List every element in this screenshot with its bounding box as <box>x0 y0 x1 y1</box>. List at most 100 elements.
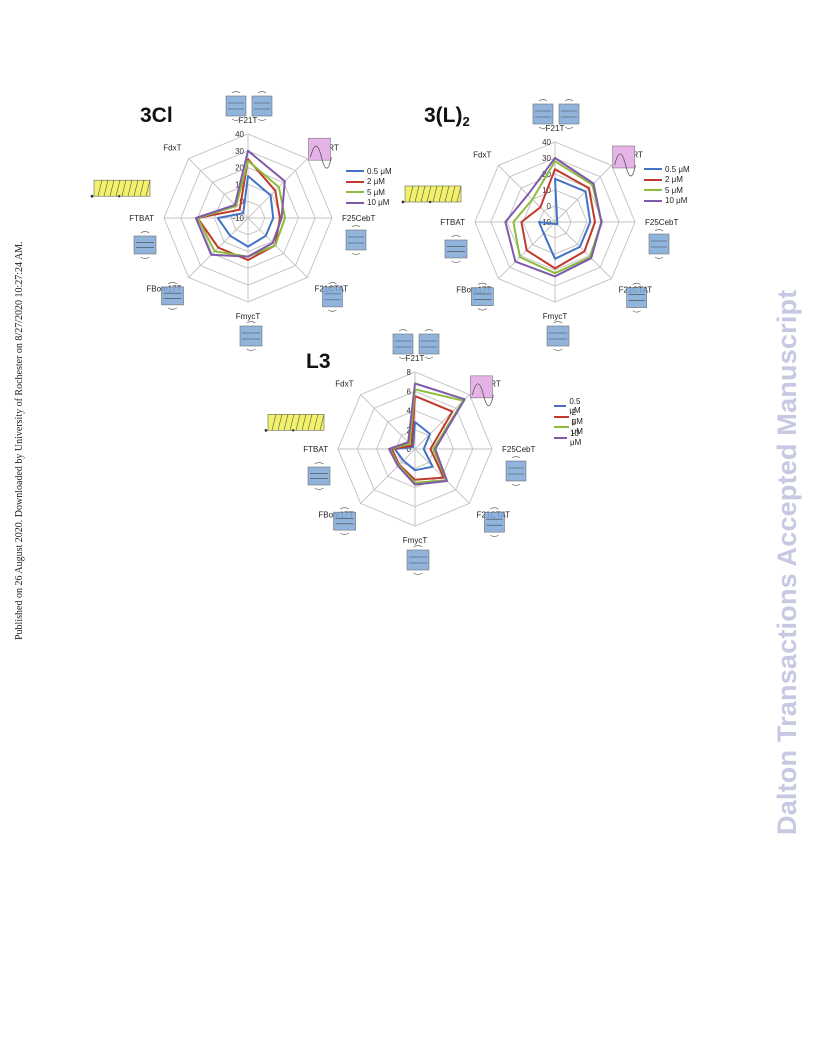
category-label: F25CebT <box>502 445 535 454</box>
legend-label: 10 μM <box>570 428 582 447</box>
category-label: FTBAT <box>440 218 465 227</box>
legend-swatch <box>644 178 662 181</box>
g-quadruplex-icon <box>307 462 331 490</box>
legend-item: 0.5 μM <box>346 166 392 177</box>
series-line <box>388 382 466 486</box>
tick-label: 4 <box>407 407 412 416</box>
legend-item: 5 μM <box>554 418 586 436</box>
tick-label: 40 <box>542 138 551 147</box>
legend-item: 2 μM <box>554 408 586 426</box>
tick-label: 40 <box>235 130 244 139</box>
category-label: F21T <box>406 354 425 363</box>
tick-label: 30 <box>235 147 244 156</box>
legend-swatch <box>346 180 364 183</box>
legend-label: 2 μM <box>665 175 683 185</box>
legend-item: 0.5 μM <box>644 164 690 175</box>
grid-spoke <box>360 394 416 450</box>
legend-label: 10 μM <box>367 198 390 208</box>
category-label: FdxT <box>473 150 491 159</box>
category-label: F21T <box>239 116 258 125</box>
chart-title-text: 3(L) <box>424 104 463 127</box>
category-label: FTBAT <box>129 214 154 223</box>
legend-item: 10 μM <box>554 429 586 447</box>
grid-spoke <box>554 165 612 223</box>
radar-plot: -10010203040F21TF21RTF25CebTF21CTATFmycT… <box>90 91 375 351</box>
g-quadruplex-icon <box>418 329 440 359</box>
single-strand-icon <box>401 185 462 204</box>
g-quadruplex-icon <box>333 507 356 535</box>
series-line <box>216 175 275 248</box>
radar-plot: -10010203040F21TF21RTF25CebTF21CTATFmycT… <box>401 99 678 351</box>
chart-title: L3 <box>306 350 331 374</box>
category-label: F25CebT <box>645 218 678 227</box>
g-quadruplex-icon <box>225 91 247 121</box>
series-line <box>393 421 434 472</box>
g-quadruplex-icon <box>471 282 494 311</box>
chart-title-subscript: 2 <box>462 114 470 129</box>
g-quadruplex-icon <box>239 321 263 351</box>
legend-item: 2 μM <box>346 177 392 188</box>
legend-item: 2 μM <box>644 175 690 186</box>
g-quadruplex-icon <box>626 282 647 313</box>
g-quadruplex-icon <box>406 545 430 575</box>
legend-label: 0.5 μM <box>665 164 690 174</box>
legend-label: 2 μM <box>571 407 583 426</box>
g-quadruplex-icon <box>558 99 580 129</box>
series-line <box>520 168 596 270</box>
duplex-structure-icon <box>612 145 636 177</box>
g-quadruplex-icon <box>484 507 505 537</box>
category-label: FdxT <box>163 144 181 153</box>
g-quadruplex-icon <box>133 231 157 259</box>
legend-item: 5 μM <box>644 185 690 196</box>
tick-label: 6 <box>407 387 412 396</box>
category-label: F25CebT <box>342 214 375 223</box>
category-label: FdxT <box>335 380 353 389</box>
legend-swatch <box>346 201 364 204</box>
chart-title-text: 3Cl <box>140 104 173 127</box>
duplex-structure-icon <box>308 137 332 169</box>
grid-spoke <box>247 158 308 219</box>
g-quadruplex-icon <box>532 99 554 129</box>
grid-spoke <box>498 165 556 223</box>
legend-item: 10 μM <box>644 196 690 207</box>
series-line <box>194 149 286 258</box>
series-line <box>196 158 281 261</box>
series-line <box>504 157 603 278</box>
legend-swatch <box>644 168 662 171</box>
legend-label: 5 μM <box>571 418 583 437</box>
radar-chart-l3: L302468F21TF21RTF25CebTF21CTATFmycTFBom1… <box>264 329 583 595</box>
category-label: FmycT <box>403 536 428 545</box>
chart-title: 3(L)2 <box>424 104 470 129</box>
g-quadruplex-icon <box>251 91 273 121</box>
chart-title: 3Cl <box>140 104 173 128</box>
g-quadruplex-icon <box>161 282 184 310</box>
legend-swatch <box>644 199 662 202</box>
grid-spoke <box>360 448 416 504</box>
series-line <box>390 395 454 481</box>
legend-item: 0.5 μM <box>554 397 586 415</box>
download-notice: Published on 26 August 2020. Downloaded … <box>14 241 25 640</box>
category-label: FmycT <box>543 312 568 321</box>
tick-label: 0 <box>240 197 245 206</box>
single-strand-icon <box>264 414 325 432</box>
grid-spoke <box>554 221 612 279</box>
g-quadruplex-icon <box>505 456 527 486</box>
grid-spoke <box>247 217 308 278</box>
category-label: F21T <box>546 124 565 133</box>
g-quadruplex-icon <box>546 321 570 351</box>
chart-title-text: L3 <box>306 350 331 373</box>
legend-label: 5 μM <box>665 185 683 195</box>
tick-label: 0 <box>547 202 552 211</box>
g-quadruplex-icon <box>392 329 414 359</box>
tick-label: 30 <box>542 154 551 163</box>
single-strand-icon <box>90 179 151 198</box>
tick-label: 0 <box>407 445 412 454</box>
g-quadruplex-icon <box>444 235 468 263</box>
g-quadruplex-icon <box>322 282 343 312</box>
tick-label: 8 <box>407 368 412 377</box>
legend-item: 10 μM <box>346 198 392 209</box>
radar-chart-3l2: 3(L)2-10010203040F21TF21RTF25CebTF21CTAT… <box>401 99 708 355</box>
